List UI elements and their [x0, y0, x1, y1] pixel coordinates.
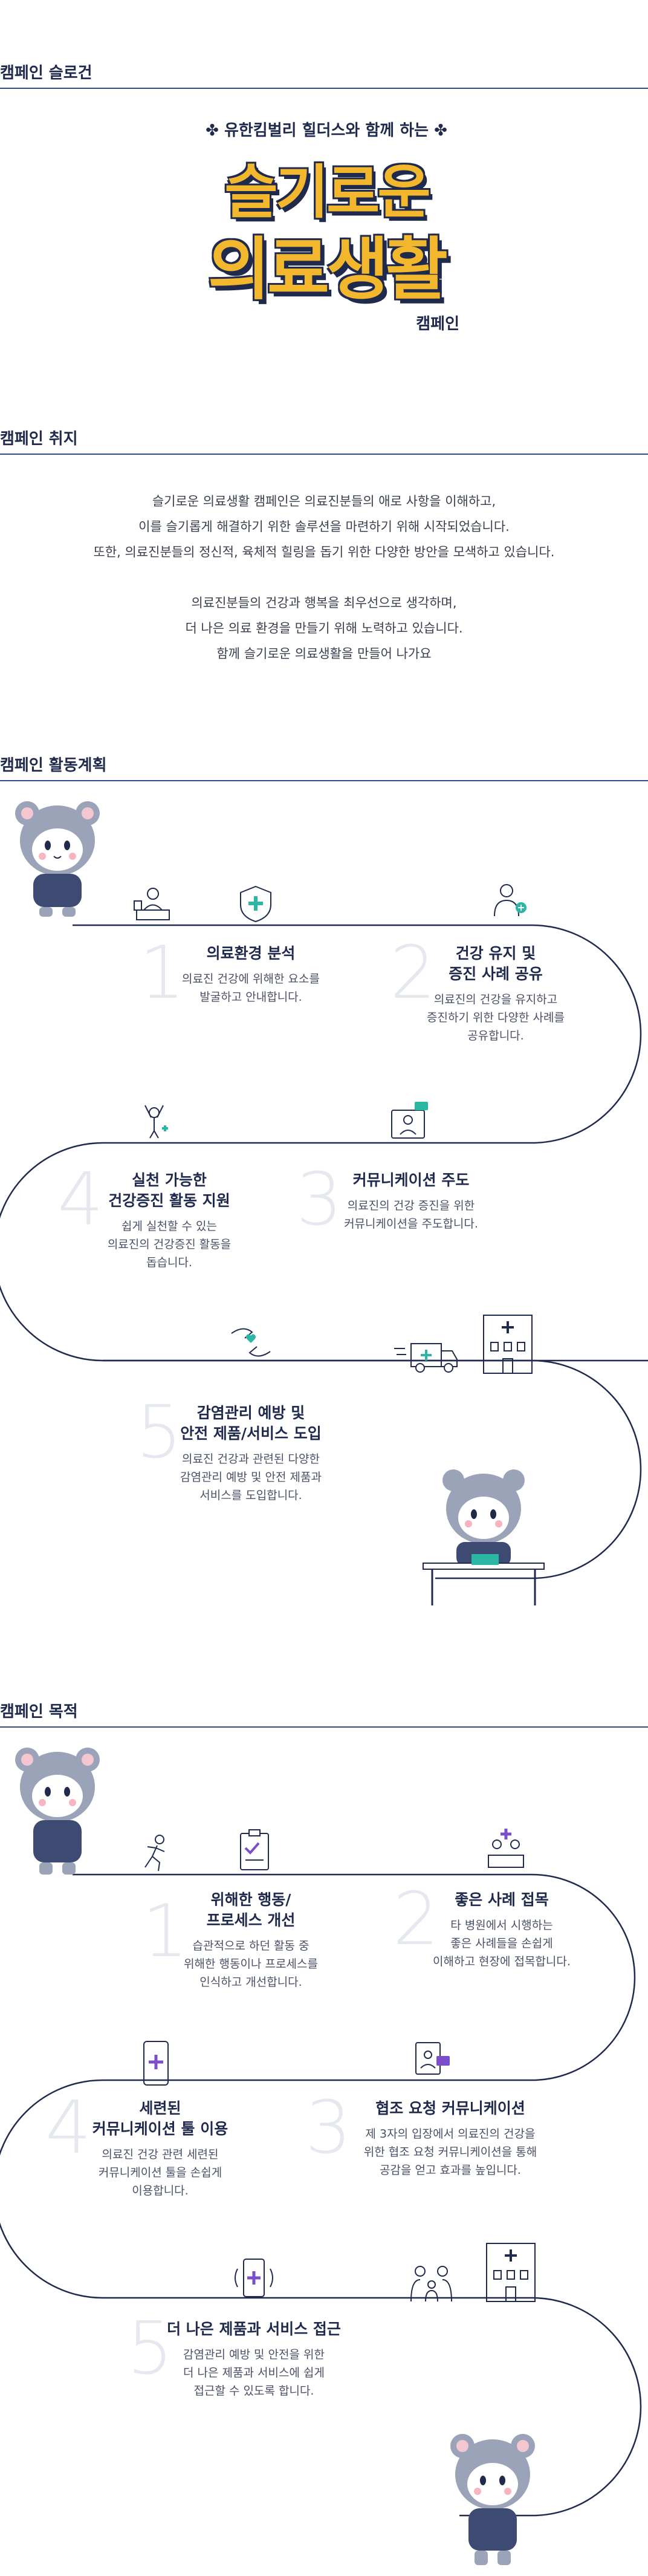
running-person-icon — [144, 1835, 165, 1872]
step-desc: 쉽게 실천할 수 있는 의료진의 건강증진 활동을 돕습니다. — [107, 1220, 232, 1269]
hospital-building-icon — [483, 1315, 533, 1374]
goal-step-4: 4 세련된 커뮤니케이션 툴 이용 의료진 건강 관련 세련된 커뮤니케이션 툴… — [45, 2092, 263, 2200]
step-title: 세련된 커뮤니케이션 툴 이용 — [92, 2100, 228, 2138]
purpose-section-title: 캠페인 취지 — [0, 430, 78, 448]
plan-path-line — [0, 924, 648, 1362]
step-title: 좋은 사례 접목 — [455, 1891, 549, 1908]
goal-section-title: 캠페인 목적 — [0, 1703, 78, 1721]
ambulance-icon — [394, 1343, 458, 1373]
goal-step-3: 3 협조 요청 커뮤니케이션 제 3자의 입장에서 의료진의 건강을 위한 협조… — [305, 2092, 583, 2179]
cheering-person-icon — [144, 1105, 168, 1139]
purpose-line: 의료진분들의 건강과 행복을 최우선으로 생각하며, — [191, 596, 457, 610]
step-title: 더 나은 제품과 서비스 접근 — [167, 2320, 341, 2338]
goal-step-5: 5 더 나은 제품과 서비스 접근 감염관리 예방 및 안전을 위한 더 나은 … — [127, 2313, 369, 2400]
purpose-text: 슬기로운 의료생활 캠페인은 의료진분들의 애로 사항을 이해하고, 이를 슬기… — [0, 489, 648, 666]
doctor-plus-icon — [494, 884, 526, 917]
purpose-line-gap — [0, 565, 648, 590]
step-number: 3 — [305, 2086, 352, 2170]
family-icon — [410, 2266, 452, 2302]
plan-path — [0, 924, 648, 1579]
doctor-desk-icon — [134, 888, 170, 920]
step-number: 2 — [390, 931, 436, 1015]
hands-heart-icon — [231, 1328, 271, 1357]
step-number: 3 — [296, 1158, 343, 1242]
mascot-image — [15, 1748, 100, 1875]
shield-cross-icon — [240, 885, 271, 923]
clipboard-check-icon — [240, 1829, 269, 1870]
goal-path-line — [0, 1873, 642, 2517]
goal-step-1: 1 위해한 행동/ 프로세스 개선 습관적으로 하던 활동 중 위해한 행동이나… — [142, 1890, 348, 1991]
plan-section-rule — [0, 780, 648, 781]
slogan-section-title: 캠페인 슬로건 — [0, 64, 92, 82]
logo-top-line: ✤ 유한킴벌리 힐더스와 함께 하는 ✤ — [193, 118, 459, 140]
step-title: 건강 유지 및 증진 사례 공유 — [449, 945, 543, 983]
step-desc: 제 3자의 입장에서 의료진의 건강을 위한 협조 요청 커뮤니케이션을 통해 … — [363, 2127, 537, 2177]
step-desc: 감염관리 예방 및 안전을 위한 더 나은 제품과 서비스에 쉽게 접근할 수 … — [183, 2348, 325, 2398]
plan-step-5: 5 감염관리 예방 및 안전 제품/서비스 도입 의료진 건강과 관련된 다양한… — [136, 1397, 360, 1504]
campaign-logo: ✤ 유한킴벌리 힐더스와 함께 하는 ✤ 슬기로운 의료생활 캠페인 — [181, 118, 471, 342]
logo-top-text: 유한킴벌리 힐더스와 함께 하는 — [224, 122, 429, 140]
step-desc: 의료진 건강과 관련된 다양한 감염관리 예방 및 안전 제품과 서비스를 도입… — [180, 1452, 322, 1502]
step-desc: 습관적으로 하던 활동 중 위해한 행동이나 프로세스를 인식하고 개선합니다. — [184, 1939, 318, 1989]
purpose-line: 더 나은 의료 환경을 만들기 위해 노력하고 있습니다. — [185, 621, 463, 636]
mascot-desk-image — [423, 1469, 545, 1605]
purpose-line: 또한, 의료진분들의 정신적, 육체적 힐링을 돕기 위한 다양한 방안을 모색… — [93, 545, 555, 559]
meeting-plus-icon — [488, 1829, 524, 1868]
step-number: 1 — [139, 931, 186, 1015]
plan-step-4: 4 실천 가능한 건강증진 활동 지원 쉽게 실천할 수 있는 의료진의 건강증… — [57, 1164, 269, 1272]
logo-line2: 의료생활 — [207, 230, 448, 309]
step-desc: 의료진의 건강을 유지하고 증진하기 위한 다양한 사례를 공유합니다. — [427, 993, 565, 1042]
logo-line1: 슬기로운 — [224, 158, 430, 226]
purpose-section-rule — [0, 454, 648, 455]
mascot-image — [15, 801, 100, 917]
step-desc: 의료진 건강에 위해한 요소를 발굴하고 안내합니다. — [182, 972, 320, 1004]
step-number: 4 — [57, 1158, 104, 1242]
step-number: 4 — [45, 2086, 92, 2170]
plan-step-1: 1 의료환경 분석 의료진 건강에 위해한 요소를 발굴하고 안내합니다. — [139, 937, 351, 1010]
goal-path — [0, 1873, 642, 2517]
purpose-line: 슬기로운 의료생활 캠페인은 의료진분들의 애로 사항을 이해하고, — [152, 494, 496, 509]
step-desc: 타 병원에서 시행하는 좋은 사례들을 손쉽게 이해하고 현장에 접목합니다. — [433, 1919, 571, 1968]
goal-step-2: 2 좋은 사례 접목 타 병원에서 시행하는 좋은 사례들을 손쉽게 이해하고 … — [393, 1884, 604, 1971]
plan-path-line2 — [103, 1359, 642, 1579]
smartphone-plus-icon — [143, 2041, 169, 2086]
plan-section-title: 캠페인 활동계획 — [0, 756, 107, 775]
slogan-section-rule — [0, 88, 648, 89]
purpose-line: 함께 슬기로운 의료생활을 만들어 나가요 — [216, 646, 432, 661]
step-title: 위해한 행동/ 프로세스 개선 — [206, 1891, 296, 1929]
step-desc: 의료진의 건강 증진을 위한 커뮤니케이션을 주도합니다. — [344, 1199, 478, 1231]
video-chat-icon — [415, 2042, 450, 2075]
step-title: 실천 가능한 건강증진 활동 지원 — [108, 1171, 230, 1209]
plan-step-3: 3 커뮤니케이션 주도 의료진의 건강 증진을 위한 커뮤니케이션을 주도합니다… — [296, 1164, 514, 1237]
purpose-line: 이를 슬기롭게 해결하기 위한 솔루션을 마련하기 위해 시작되었습니다. — [138, 519, 510, 534]
clover-icon: ✤ — [434, 122, 447, 140]
step-number: 1 — [142, 1890, 189, 1974]
clover-icon: ✤ — [206, 122, 219, 140]
phone-vibrate-icon — [235, 2259, 273, 2297]
goal-section-rule — [0, 1726, 648, 1728]
step-number: 5 — [127, 2307, 173, 2391]
step-number: 5 — [136, 1391, 183, 1475]
step-title: 감염관리 예방 및 안전 제품/서비스 도입 — [180, 1404, 322, 1442]
plan-step-2: 2 건강 유지 및 증진 사례 공유 의료진의 건강을 유지하고 증진하기 위한… — [390, 937, 595, 1045]
mascot-bottom-image — [450, 2434, 535, 2565]
hospital-building-icon — [486, 2243, 536, 2302]
logo-tag: 캠페인 — [416, 315, 459, 333]
step-number: 2 — [393, 1878, 439, 1962]
step-title: 의료환경 분석 — [206, 945, 296, 962]
step-title: 커뮤니케이션 주도 — [352, 1171, 470, 1189]
step-title: 협조 요청 커뮤니케이션 — [375, 2100, 525, 2117]
step-desc: 의료진 건강 관련 세련된 커뮤니케이션 툴을 손쉽게 이용합니다. — [98, 2148, 222, 2197]
video-call-icon — [391, 1102, 428, 1139]
